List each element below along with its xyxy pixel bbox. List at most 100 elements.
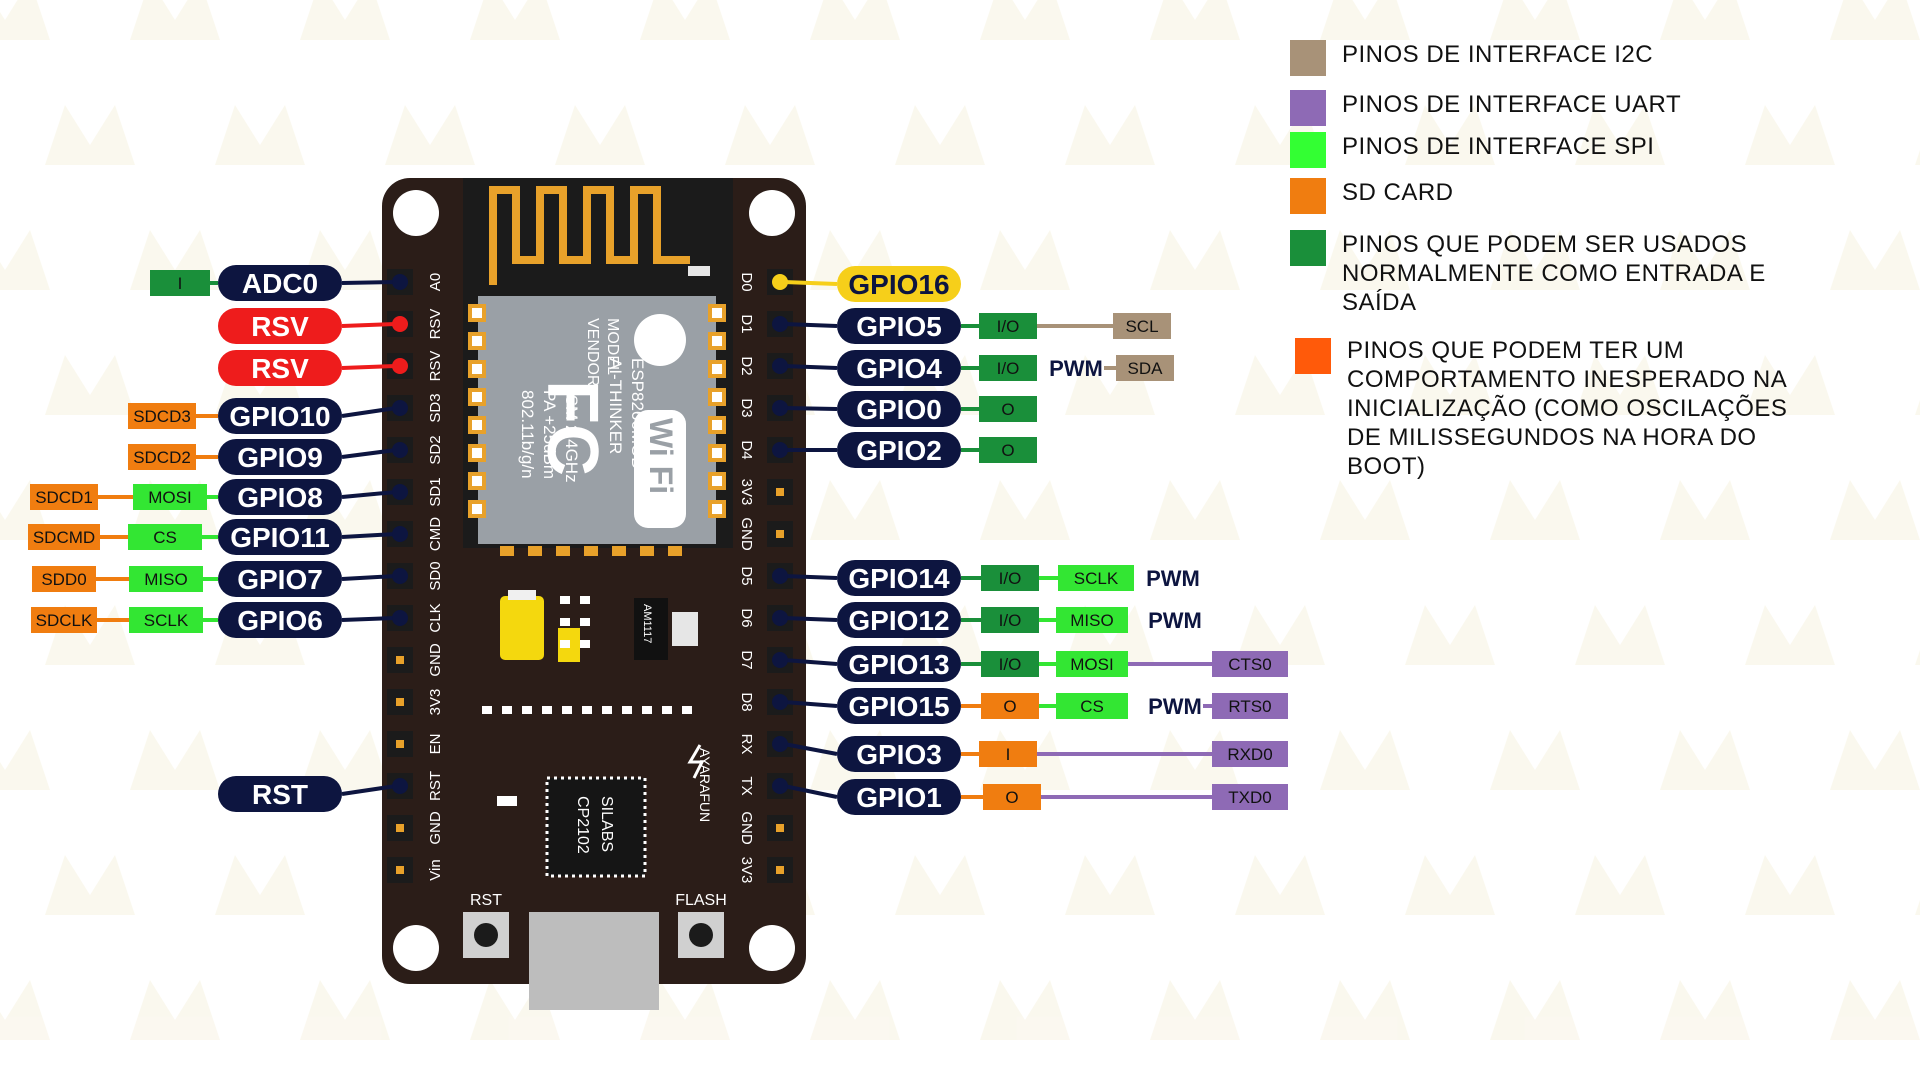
rst-button-cap[interactable] xyxy=(474,923,498,947)
silk-pin-label: RSV xyxy=(427,351,444,382)
legend-label: SD CARD xyxy=(1342,179,1454,206)
right-pin-name-bg xyxy=(837,560,961,596)
function-tag-text: MOSI xyxy=(1070,655,1113,674)
watermark-logo xyxy=(385,105,475,165)
left-pin-name-text: GPIO9 xyxy=(237,442,323,473)
module-pad-hole xyxy=(472,308,482,318)
callout-dot xyxy=(392,442,408,458)
callout-line xyxy=(783,322,838,328)
watermark-logo xyxy=(895,855,985,915)
function-tag-text: RTS0 xyxy=(1228,697,1271,716)
function-tag: SDCLK xyxy=(31,607,97,633)
header-pin-pad xyxy=(396,740,404,748)
function-tag: I/O xyxy=(979,355,1037,381)
right-pin-name-bg xyxy=(837,688,961,724)
function-tag-bg xyxy=(150,270,210,296)
mounting-hole xyxy=(749,190,795,236)
watermark-logo xyxy=(1490,230,1580,290)
function-tag-text: CS xyxy=(153,528,177,547)
silk-pin-label: RX xyxy=(738,734,755,755)
header-pin-pad xyxy=(776,488,784,496)
watermark-logo xyxy=(1660,730,1750,790)
right-pin-name: GPIO15 xyxy=(837,688,961,724)
callout-dot xyxy=(772,778,788,794)
function-tag-bg xyxy=(979,396,1037,422)
silk-pin-label: D2 xyxy=(738,356,755,375)
legend-label: PINOS QUE PODEM SER USADOS NORMALMENTE C… xyxy=(1342,231,1766,316)
watermark-logo xyxy=(810,480,900,540)
watermark-logo xyxy=(980,0,1070,40)
watermark-logo xyxy=(0,980,50,1040)
function-tag-text: I/O xyxy=(997,317,1020,336)
right-pin-name-bg xyxy=(837,391,961,427)
callout-dot xyxy=(772,358,788,374)
mounting-hole xyxy=(749,925,795,971)
watermark-logo xyxy=(895,105,985,165)
function-tag-bg xyxy=(981,693,1039,719)
watermark-logo xyxy=(130,730,220,790)
function-tag-text: SDCMD xyxy=(33,528,95,547)
callout-line xyxy=(783,784,838,799)
header-pin-pad xyxy=(396,698,404,706)
right-pin-name-bg xyxy=(837,266,961,302)
silk-pin-label: D8 xyxy=(738,692,755,711)
watermark-logo xyxy=(980,480,1070,540)
function-tag-bg xyxy=(979,741,1037,767)
silk-pin-label: TX xyxy=(738,776,755,795)
module-led xyxy=(688,266,710,276)
smd-pad xyxy=(580,618,590,626)
left-pin-name: GPIO11 xyxy=(218,519,342,555)
silk-pin-label: D5 xyxy=(738,566,755,585)
left-pin-name-bg xyxy=(218,439,342,475)
watermark-logo xyxy=(1320,980,1410,1040)
smd-pad xyxy=(582,706,592,714)
function-tag-bg xyxy=(979,355,1037,381)
callout-dot xyxy=(772,568,788,584)
flash-button-cap[interactable] xyxy=(689,923,713,947)
function-tag-bg xyxy=(983,784,1041,810)
watermark-logo xyxy=(1745,105,1835,165)
function-tag-text: SDCLK xyxy=(36,611,93,630)
callout-line xyxy=(341,448,397,459)
left-pin-name-bg xyxy=(218,479,342,515)
smd-pad xyxy=(542,706,552,714)
function-tag-bg xyxy=(1116,355,1174,381)
function-tag-text: O xyxy=(1001,441,1014,460)
legend-label: PINOS DE INTERFACE SPI xyxy=(1342,133,1655,160)
callout-line xyxy=(783,658,838,666)
right-pin-name-text: GPIO4 xyxy=(856,353,942,384)
module-pad-hole xyxy=(712,504,722,514)
callout-dot xyxy=(772,610,788,626)
function-tag-bg xyxy=(1056,607,1128,633)
function-tag-text: O xyxy=(1005,788,1018,807)
function-tag-text: TXD0 xyxy=(1228,788,1271,807)
function-tag: SDCD3 xyxy=(128,403,196,429)
legend-swatch xyxy=(1290,178,1326,214)
watermark-logo xyxy=(1320,480,1410,540)
function-tag: I/O xyxy=(981,607,1039,633)
left-pin-name: GPIO6 xyxy=(218,602,342,638)
pwm-label: PWM xyxy=(1148,694,1202,719)
function-tag-text: MISO xyxy=(1070,611,1113,630)
function-tag-text: O xyxy=(1003,697,1016,716)
header-pin-pad xyxy=(396,656,404,664)
watermark-logo xyxy=(1830,480,1920,540)
watermark-logo xyxy=(1320,730,1410,790)
left-pin-name-text: RSV xyxy=(251,353,309,384)
function-tag: SCLK xyxy=(129,607,203,633)
espressif-logo xyxy=(634,314,686,366)
legend-item-i2c: PINOS DE INTERFACE I2C xyxy=(1290,40,1910,76)
capacitor-cap xyxy=(508,590,536,600)
function-tag-text: O xyxy=(1001,400,1014,419)
watermark-logo xyxy=(1065,105,1155,165)
right-pin-name-text: GPIO2 xyxy=(856,435,942,466)
callout-line xyxy=(783,700,838,708)
function-tag-bg xyxy=(1212,651,1288,677)
watermark-logo xyxy=(45,105,135,165)
function-tag: SDCD1 xyxy=(30,484,98,510)
silk-pin-label: CMD xyxy=(427,517,444,551)
function-tag-text: I xyxy=(178,274,183,293)
header-pin-pad xyxy=(396,866,404,874)
